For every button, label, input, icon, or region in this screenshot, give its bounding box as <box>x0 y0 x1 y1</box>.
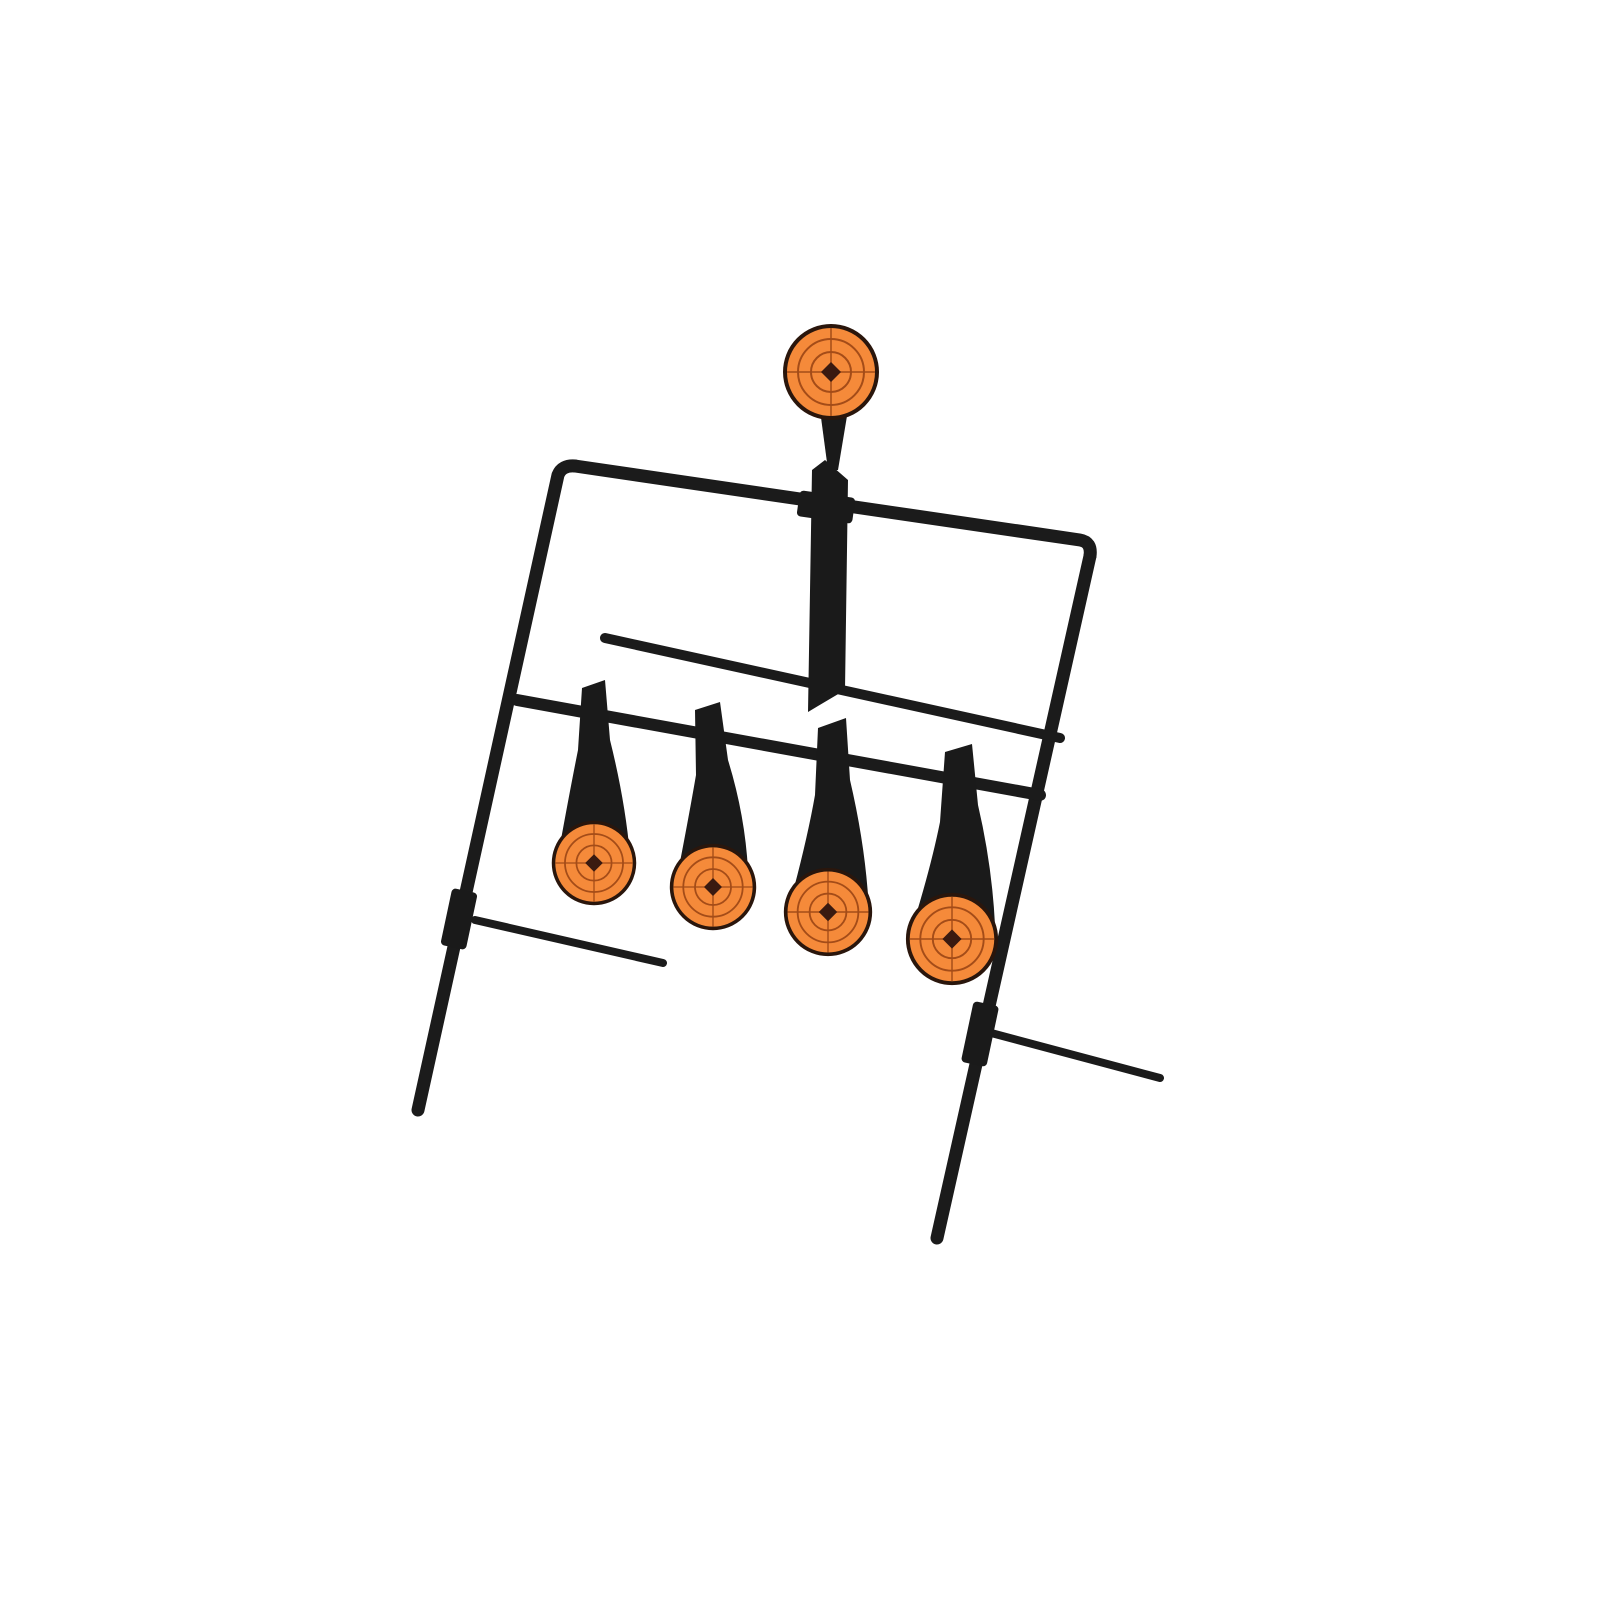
paddle-4 <box>908 744 996 983</box>
paddle-2 <box>669 702 757 931</box>
paddle-1-target-face <box>551 820 637 906</box>
paddle-3 <box>783 718 873 957</box>
paddle-1-arm <box>560 680 630 855</box>
right-leg-sleeve <box>961 1001 999 1067</box>
top-spinner <box>783 324 879 712</box>
frame-right-leg <box>930 549 1097 1245</box>
left-foot <box>471 916 667 967</box>
paddle-3-arm <box>794 718 868 895</box>
paddle-2-target-face <box>669 843 757 931</box>
top-target-face <box>783 324 879 420</box>
top-spinner-stem <box>808 460 848 712</box>
frame <box>411 459 1164 1245</box>
frame-left-leg <box>411 459 582 1117</box>
right-foot <box>976 1026 1164 1082</box>
paddle-4-arm <box>916 744 995 925</box>
paddle-4-target-face <box>908 895 996 983</box>
paddle-1 <box>551 680 637 906</box>
top-spinner-neck <box>820 410 848 470</box>
paddle-3-target-face <box>783 867 873 957</box>
paddle-2-arm <box>680 702 748 870</box>
left-leg-sleeve <box>440 888 478 950</box>
